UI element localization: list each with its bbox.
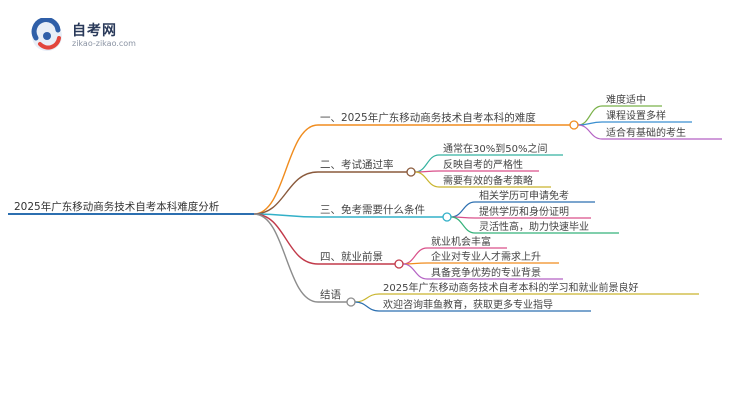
branch-3-child-3-link (450, 216, 476, 234)
branch-3-node[interactable] (442, 212, 452, 222)
branch-4-child-1-link (402, 247, 428, 265)
branch-5-label[interactable]: 结语 (320, 288, 341, 301)
logo-domain: zikao-zikao.com (72, 39, 136, 48)
branch-5-child-2-link (354, 301, 380, 312)
branch-2-label[interactable]: 二、考试通过率 (320, 158, 394, 171)
branch-4-child-1-label[interactable]: 就业机会丰富 (431, 235, 491, 248)
branch-5-child-1-link (354, 293, 380, 303)
branch-2-link (253, 171, 319, 215)
mindmap-nodes: 2025年广东移动商务技术自考本科难度分析 一、2025年广东移动商务技术自考本科… (14, 93, 686, 311)
branch-1-child-2-link (577, 121, 603, 126)
branch-1-child-3-label[interactable]: 适合有基础的考生 (606, 126, 686, 139)
branch-4-child-2-label[interactable]: 企业对专业人才需求上升 (431, 250, 541, 263)
branch-4-child-3-link (402, 263, 428, 280)
branch-5-node[interactable] (346, 297, 356, 307)
logo-icon (31, 18, 62, 51)
branch-2-node[interactable] (406, 167, 416, 177)
branch-1-label[interactable]: 一、2025年广东移动商务技术自考本科的难度 (320, 111, 536, 124)
branch-5-link (253, 213, 319, 303)
branch-4-node[interactable] (394, 259, 404, 269)
branch-4-child-3-label[interactable]: 具备竞争优势的专业背景 (431, 266, 541, 279)
branch-1-node[interactable] (569, 120, 579, 130)
branch-4-link (253, 213, 319, 265)
branch-3-child-1-label[interactable]: 相关学历可申请免考 (479, 189, 569, 202)
branch-3-label[interactable]: 三、免考需要什么条件 (320, 203, 425, 216)
branch-3-child-1-link (450, 201, 476, 218)
branch-2-child-1-label[interactable]: 通常在30%到50%之间 (443, 142, 547, 155)
branch-2-child-2-label[interactable]: 反映自考的严格性 (443, 158, 523, 171)
branch-1-child-3-link (577, 124, 603, 140)
branch-2-child-3-label[interactable]: 需要有效的备考策略 (443, 174, 533, 187)
branch-1-link (253, 124, 319, 215)
branch-5-child-2-label[interactable]: 欢迎咨询菲鱼教育，获取更多专业指导 (383, 298, 553, 311)
branch-3-child-3-label[interactable]: 灵活性高，助力快速毕业 (479, 220, 589, 233)
branch-1-child-1-label[interactable]: 难度适中 (606, 93, 646, 106)
mindmap-links (8, 105, 722, 312)
branch-3-child-2-label[interactable]: 提供学历和身份证明 (479, 205, 569, 218)
branch-1-child-2-label[interactable]: 课程设置多样 (606, 109, 666, 122)
branch-2-child-1-link (414, 154, 440, 173)
branch-4-label[interactable]: 四、就业前景 (320, 250, 383, 263)
site-logo[interactable]: 自考网 zikao-zikao.com (30, 18, 150, 52)
root-topic[interactable]: 2025年广东移动商务技术自考本科难度分析 (14, 200, 220, 213)
branch-5-child-1-label[interactable]: 2025年广东移动商务技术自考本科的学习和就业前景良好 (383, 281, 638, 294)
branch-3-link (253, 213, 319, 218)
logo-title: 自考网 (72, 23, 117, 39)
branch-2-child-3-link (414, 171, 440, 188)
